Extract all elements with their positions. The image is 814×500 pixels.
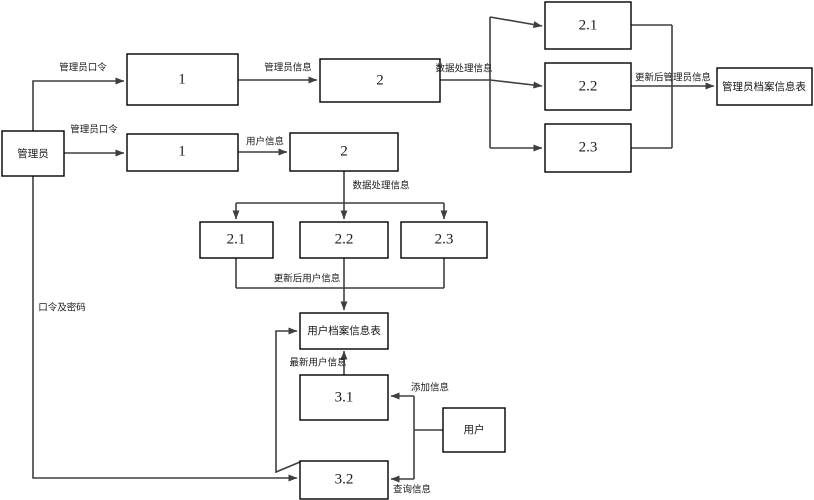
node-user-store[interactable]: [299, 312, 389, 350]
node-user-proc-2-2-label: 2.2: [335, 231, 354, 247]
node-admin-entity[interactable]: [1, 130, 65, 177]
node-admin-store[interactable]: [716, 67, 813, 106]
flow-label-admin-updated-info: 更新后管理员信息: [635, 72, 711, 84]
node-admin-proc-2-3[interactable]: [544, 123, 632, 173]
node-user-proc-2[interactable]: [289, 132, 399, 172]
flow-label-admin-password-top: 管理员口令: [59, 62, 107, 74]
node-user-proc-2-3[interactable]: [400, 221, 488, 259]
edge-fanout-to-proc22: [489, 79, 543, 89]
flow-label-user-updated-info: 更新后用户信息: [274, 273, 341, 285]
node-admin-proc-2-3-label: 2.3: [579, 139, 598, 155]
node-admin-entity-label: 管理员: [17, 147, 49, 160]
node-admin-proc-1[interactable]: [126, 53, 239, 106]
edge-proc32-to-user-store: [275, 327, 301, 474]
flow-label-admin-info: 管理员信息: [264, 62, 312, 74]
node-admin-proc-2-1-label: 2.1: [579, 17, 598, 33]
edge-admin-to-proc32: [32, 176, 298, 482]
flow-label-query-info: 查询信息: [393, 484, 431, 496]
node-user-proc-2-1-label: 2.1: [227, 231, 246, 247]
node-admin-store-label: 管理员档案信息表: [722, 80, 806, 93]
edge-fanout-to-proc21: [489, 16, 543, 28]
node-admin-proc-2[interactable]: [319, 58, 441, 103]
flow-label-user-info: 用户信息: [246, 136, 284, 148]
node-user-entity-label: 用户: [464, 423, 485, 436]
flow-label-password-and-secret: 口令及密码: [38, 302, 86, 314]
node-user-proc-3-2-label: 3.2: [335, 471, 354, 487]
node-user-proc-1[interactable]: [126, 133, 239, 172]
node-user-proc-2-3-label: 2.3: [435, 231, 454, 247]
node-admin-proc-2-2-label: 2.2: [579, 78, 598, 94]
edge-admin-to-proc1-top: [32, 77, 125, 131]
node-admin-proc-2-label: 2: [376, 72, 384, 88]
node-user-proc-3-1-label: 3.1: [335, 389, 354, 405]
flow-label-admin-data-process: 数据处理信息: [435, 63, 492, 75]
node-user-store-label: 用户档案信息表: [307, 324, 381, 337]
flow-label-add-info: 添加信息: [411, 382, 449, 394]
node-user-proc-3-2[interactable]: [299, 460, 389, 500]
node-user-proc-3-1[interactable]: [299, 374, 389, 421]
node-user-proc-1-label: 1: [178, 143, 186, 159]
node-user-proc-2-2[interactable]: [299, 221, 389, 259]
node-user-proc-2-label: 2: [340, 143, 348, 159]
node-admin-proc-2-2[interactable]: [544, 62, 632, 111]
node-user-entity[interactable]: [442, 407, 506, 453]
flow-label-user-data-process: 数据处理信息: [352, 180, 409, 192]
flow-label-admin-password-mid: 管理员口令: [70, 124, 118, 136]
node-admin-proc-1-label: 1: [178, 71, 186, 87]
node-user-proc-2-1[interactable]: [199, 221, 274, 259]
node-admin-proc-2-1[interactable]: [544, 1, 632, 50]
flow-label-latest-user-info: 最新用户信息: [289, 357, 346, 369]
